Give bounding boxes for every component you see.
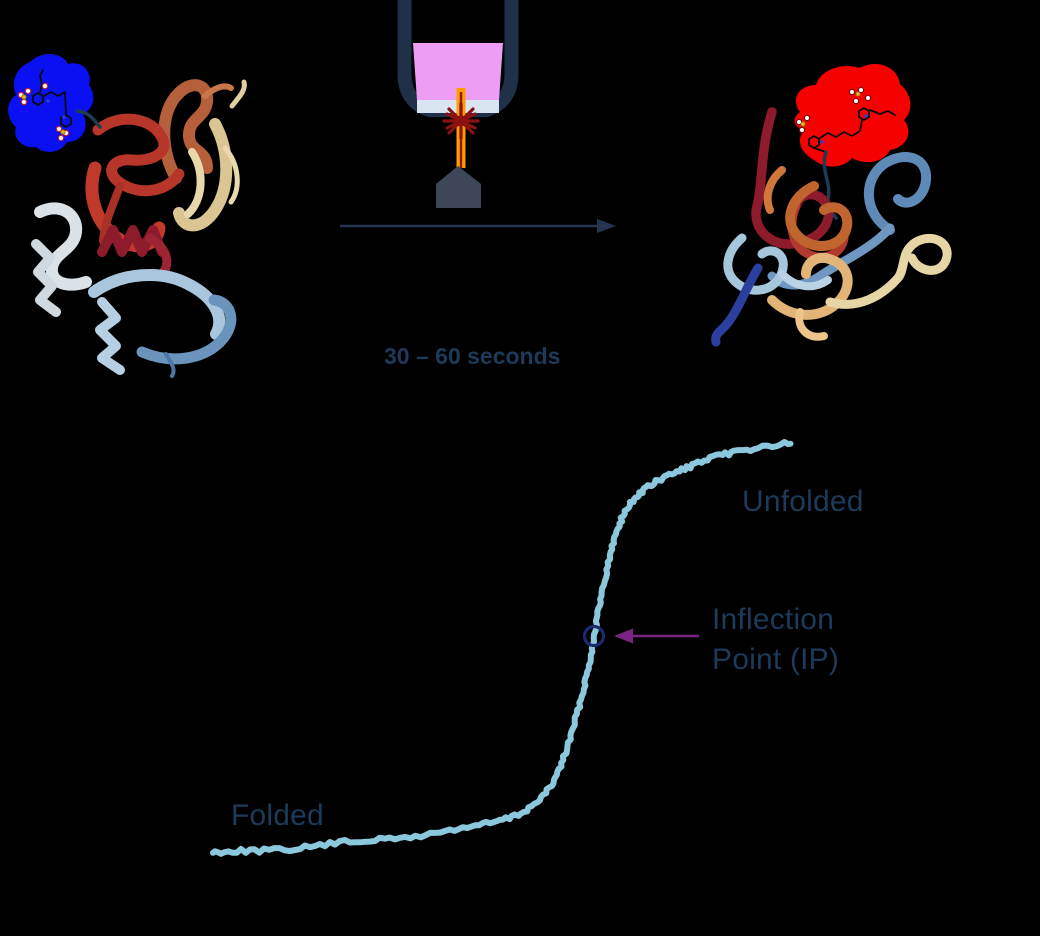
blue-dye-blob — [8, 53, 94, 152]
sample-liquid — [413, 43, 503, 100]
reaction-arrowhead — [597, 219, 616, 233]
red-dye-blob — [794, 63, 911, 167]
melting-curve — [210, 439, 794, 857]
red-dye-molecule — [795, 86, 896, 153]
unfolded-label: Unfolded — [742, 485, 864, 518]
duration-label: 30 – 60 seconds — [384, 343, 561, 369]
inflection-point-label: Inflection Point (IP) — [712, 600, 839, 680]
burst-center — [455, 115, 467, 127]
ip-arrowhead — [614, 628, 633, 644]
inflection-label-line1: Inflection — [712, 603, 835, 636]
inflection-label-line2: Point (IP) — [712, 643, 840, 676]
folded-label: Folded — [231, 799, 324, 832]
blue-dye-molecule — [17, 69, 72, 142]
detector-nozzle-icon — [436, 166, 481, 208]
unfolded-protein-illustration — [711, 107, 952, 347]
ip-annotation-arrow — [614, 628, 699, 644]
reaction-arrow — [340, 219, 616, 233]
folded-protein-illustration — [31, 79, 247, 378]
inflection-point-marker — [582, 624, 606, 648]
melting-curve-line — [210, 439, 794, 857]
capillary-heater-icon — [397, 0, 519, 208]
blue-dye-linker — [75, 109, 102, 129]
